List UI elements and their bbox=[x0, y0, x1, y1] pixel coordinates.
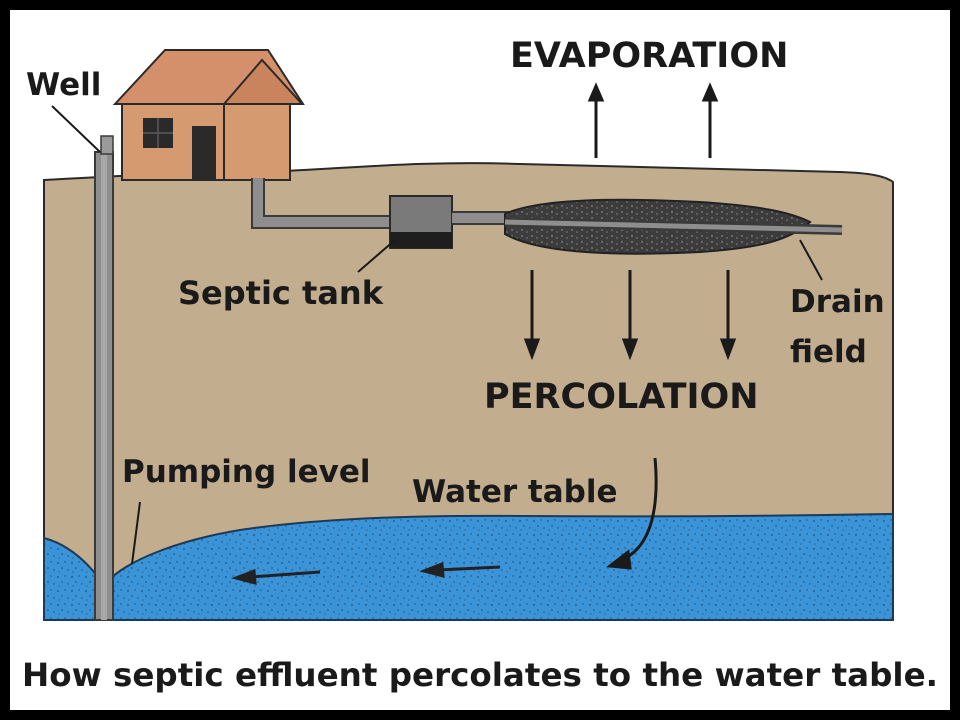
pumping-level-label: Pumping level bbox=[122, 454, 370, 490]
water-table-label: Water table bbox=[412, 474, 618, 510]
drain-field-label-line2: field bbox=[790, 334, 867, 370]
percolation-label: PERCOLATION bbox=[484, 377, 759, 417]
well-casing-core bbox=[101, 152, 107, 620]
septic-tank-label: Septic tank bbox=[178, 274, 384, 312]
drain-field bbox=[504, 198, 843, 255]
evaporation-label: EVAPORATION bbox=[510, 36, 788, 76]
flow-arrows bbox=[231, 561, 501, 585]
well-cap bbox=[100, 135, 114, 155]
groundwater-speckle bbox=[44, 514, 893, 620]
house-icon bbox=[112, 49, 305, 181]
recharge-arrow bbox=[606, 457, 658, 570]
well-label: Well bbox=[26, 67, 101, 103]
figure-caption: How septic effluent percolates to the wa… bbox=[22, 656, 938, 694]
well-leader bbox=[51, 105, 101, 153]
septic-tank-leader bbox=[357, 239, 396, 273]
pumping-level-leader bbox=[131, 501, 141, 565]
percolation-arrows bbox=[523, 270, 737, 361]
septic-tank bbox=[389, 195, 453, 249]
drain-field-label-line1: Drain bbox=[790, 284, 885, 320]
evaporation-arrows bbox=[587, 82, 719, 158]
drain-field-leader bbox=[799, 239, 823, 281]
